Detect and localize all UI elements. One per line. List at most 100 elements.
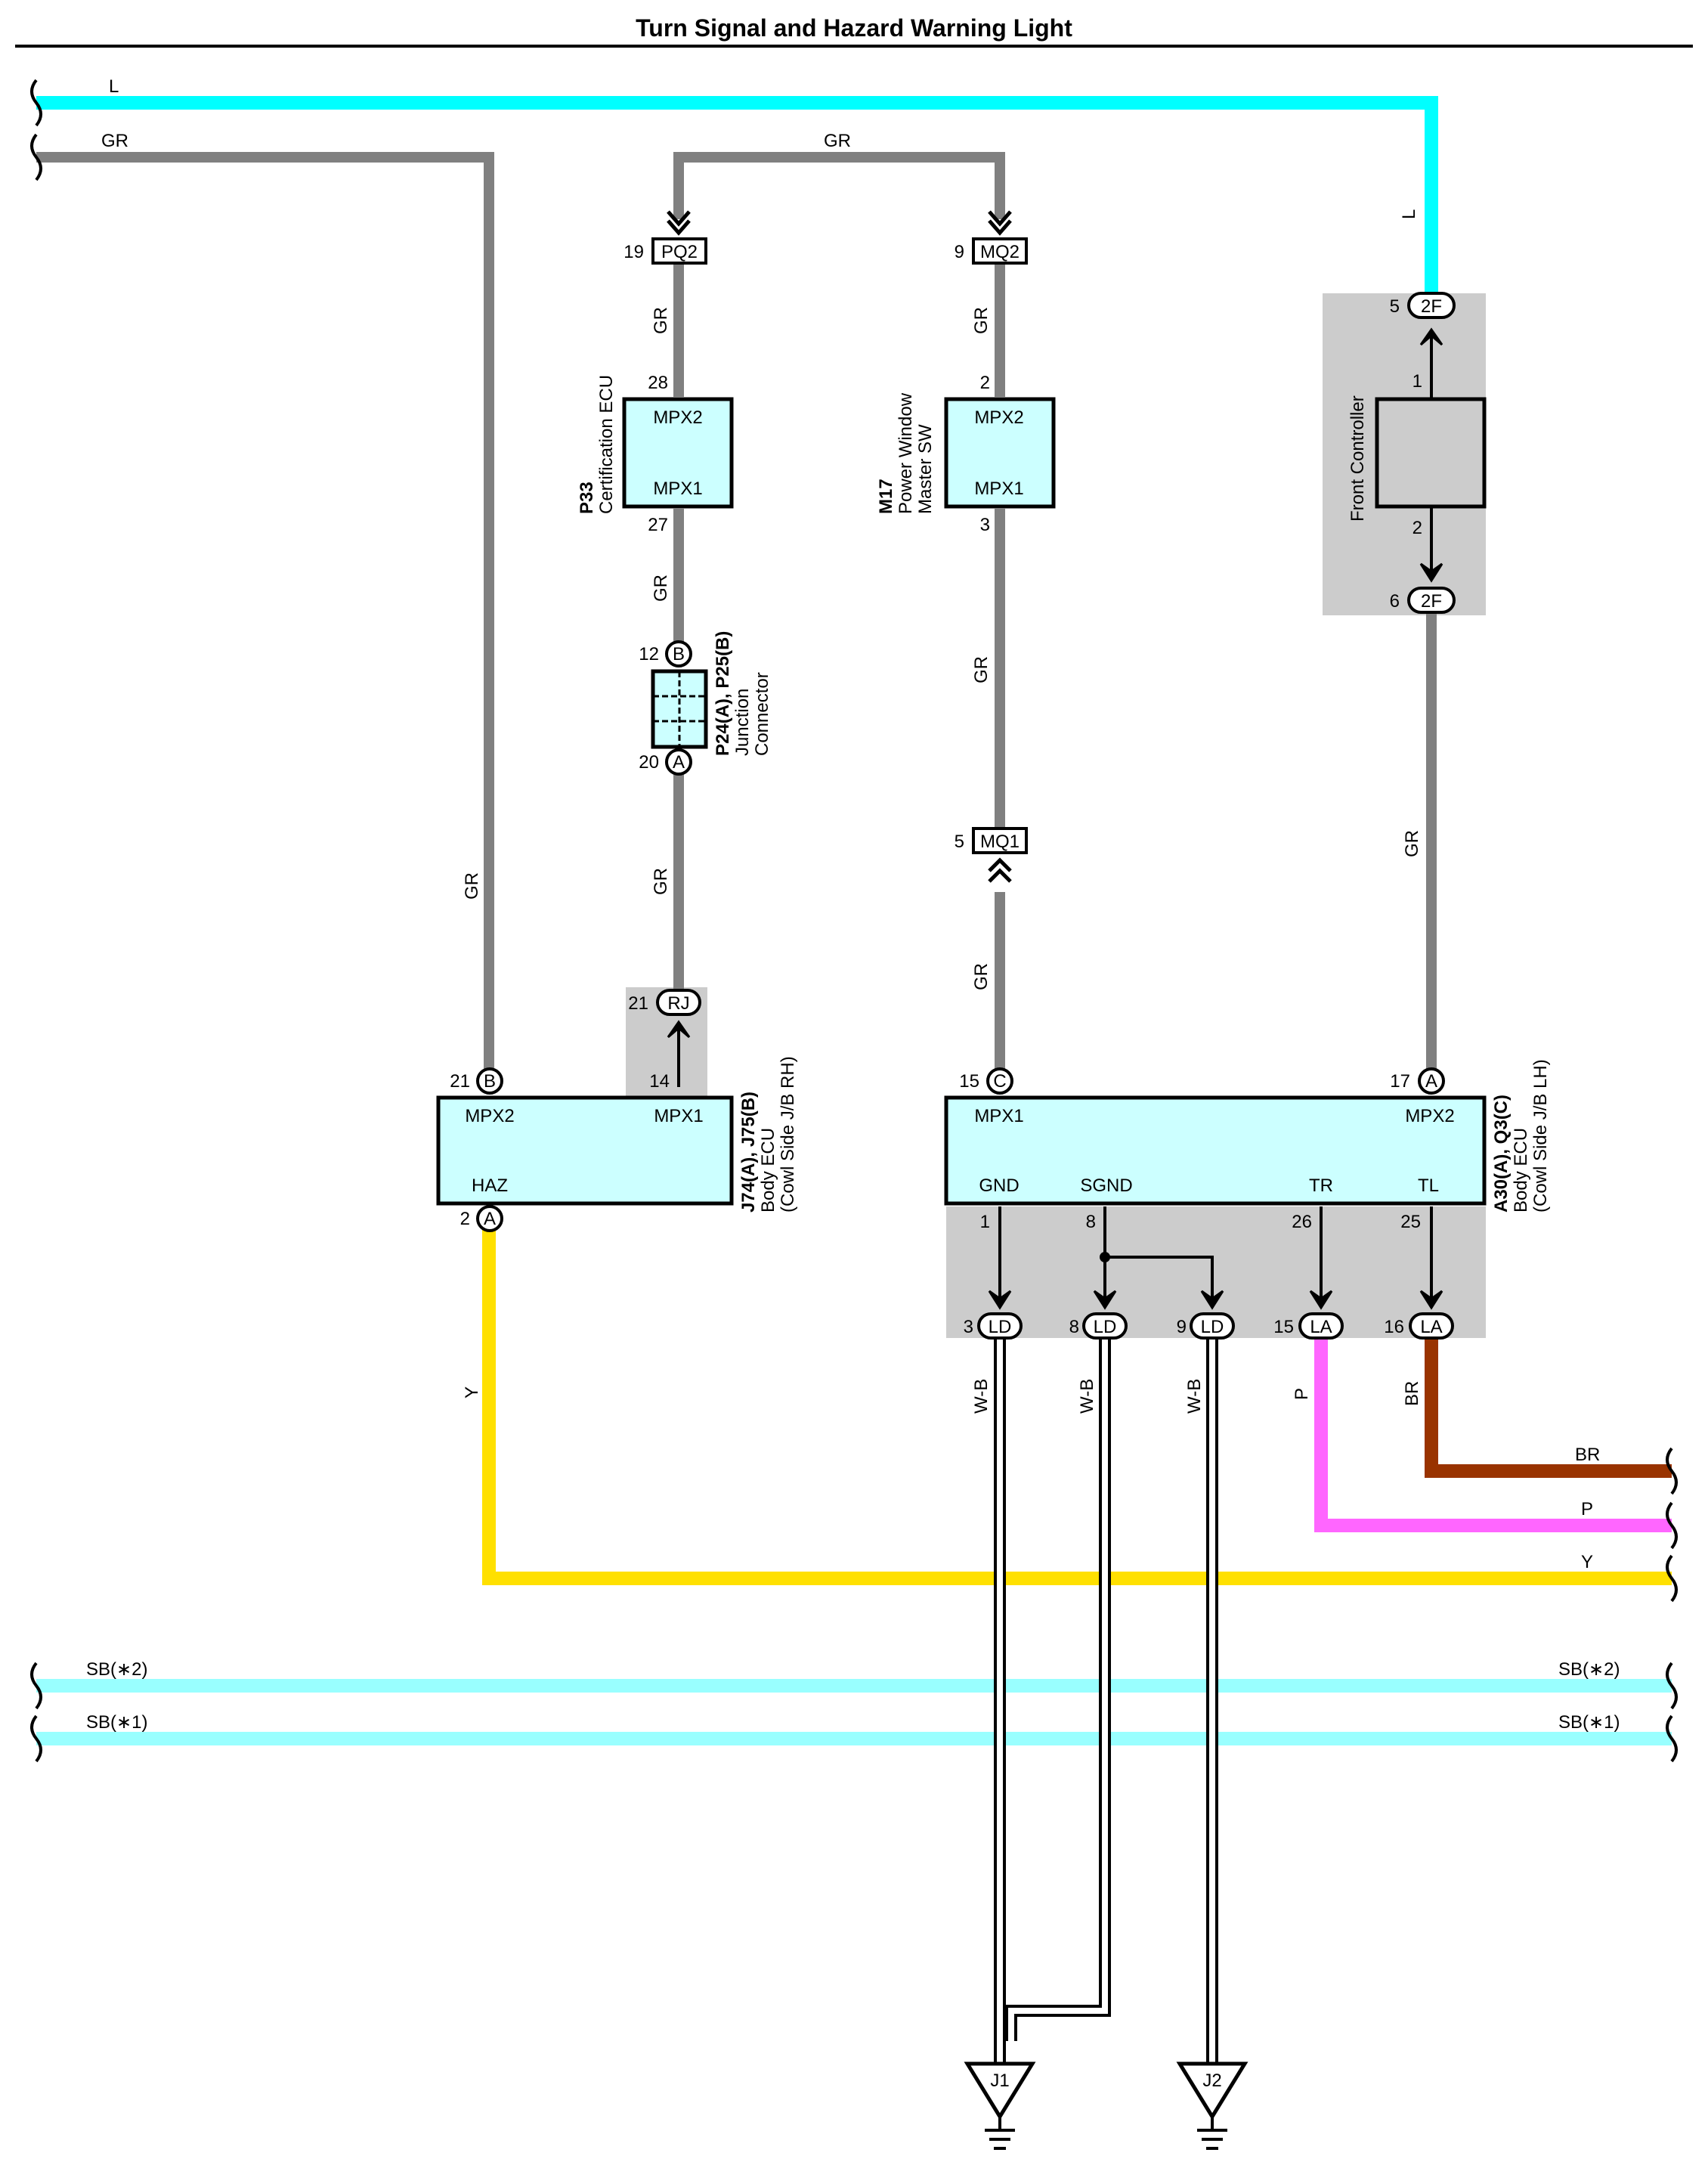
wire-wb-group bbox=[994, 1338, 1218, 2071]
wire-label-wb-2: W-B bbox=[1077, 1379, 1097, 1414]
ground-j2: J2 bbox=[1176, 2061, 1249, 2150]
wire-label-wb-1: W-B bbox=[971, 1379, 992, 1414]
connector-ld3-name: LD bbox=[989, 1317, 1012, 1337]
body-ecu-lh-pin-a-circle bbox=[1418, 1067, 1445, 1095]
body-ecu-rh-name-1: Body ECU bbox=[758, 1128, 778, 1213]
title-underline bbox=[15, 45, 1693, 48]
wire-label-l-vertical: L bbox=[1399, 209, 1419, 219]
cert-ecu-pin-bottom: 27 bbox=[648, 515, 668, 535]
ground-j2-label: J2 bbox=[1202, 2071, 1221, 2091]
body-ecu-lh-pin-gnd: 1 bbox=[980, 1212, 990, 1232]
connector-la16-pin: 16 bbox=[1384, 1317, 1404, 1337]
body-ecu-lh-name-2: (Cowl Side J/B LH) bbox=[1530, 1059, 1551, 1213]
body-ecu-rh-pin-b-circle bbox=[476, 1067, 503, 1095]
wire-label-gr-pw-top: GR bbox=[971, 307, 992, 334]
connector-ld9: LD 9 bbox=[1177, 1290, 1235, 1340]
pw-sw-code: M17 bbox=[876, 479, 896, 514]
jc-name-2: Connector bbox=[752, 672, 772, 756]
connector-la16: LA 16 bbox=[1384, 1290, 1454, 1340]
wire-p bbox=[1314, 1338, 1672, 1532]
jc-name-1: Junction bbox=[732, 689, 753, 756]
cert-ecu-code: P33 bbox=[577, 482, 597, 514]
body-ecu-rh-pin-mpx2: 21 bbox=[450, 1071, 470, 1092]
body-ecu-lh-name-1: Body ECU bbox=[1511, 1128, 1531, 1213]
connector-rj-pin: 21 bbox=[628, 993, 648, 1014]
front-controller-pin-top: 1 bbox=[1413, 371, 1422, 392]
cert-ecu-pin-top: 28 bbox=[648, 373, 668, 393]
connector-mq2: MQ2 9 bbox=[955, 210, 1028, 265]
wire-label-sb1-right: SB(∗1) bbox=[1558, 1712, 1620, 1733]
body-ecu-lh-pin-sgnd: 8 bbox=[1086, 1212, 1096, 1232]
wire-label-y-right: Y bbox=[1581, 1552, 1593, 1572]
connector-ld8: LD 8 bbox=[1069, 1290, 1128, 1340]
body-ecu-rh-pin-a-circle bbox=[476, 1205, 503, 1232]
connector-pq2: PQ2 19 bbox=[623, 210, 707, 265]
power-window-sw-box bbox=[944, 397, 1056, 509]
page-title: Turn Signal and Hazard Warning Light bbox=[636, 14, 1072, 42]
pw-sw-name-1: Power Window bbox=[896, 392, 916, 514]
body-ecu-rh-pin-b-letter: B bbox=[484, 1071, 496, 1092]
body-ecu-rh-mpx1-label: MPX1 bbox=[654, 1106, 703, 1126]
connector-pq2-pin: 19 bbox=[623, 242, 644, 262]
connector-la15: LA 15 bbox=[1273, 1290, 1344, 1340]
wire-label-br-vertical: BR bbox=[1402, 1381, 1422, 1406]
jc-pin-b-circle bbox=[665, 640, 692, 667]
wire-label-gr-jc-rj: GR bbox=[651, 868, 671, 895]
pw-sw-mpx2-label: MPX2 bbox=[974, 407, 1023, 428]
pw-sw-mpx1-label: MPX1 bbox=[974, 479, 1023, 499]
connector-la15-name: LA bbox=[1310, 1317, 1332, 1337]
splice-dot bbox=[1100, 1252, 1110, 1262]
wire-label-sb1-left: SB(∗1) bbox=[86, 1712, 147, 1733]
ground-j1: J1 bbox=[964, 2061, 1036, 2150]
body-ecu-lh-pin-a-letter: A bbox=[1425, 1071, 1437, 1092]
wire-label-wb-3: W-B bbox=[1184, 1379, 1205, 1414]
body-ecu-lh-pin-c-circle bbox=[986, 1067, 1013, 1095]
wire-label-gr-pw-bottom: GR bbox=[971, 656, 992, 683]
body-ecu-lh-pin-mpx1: 15 bbox=[959, 1071, 979, 1092]
connector-mq2-name: MQ2 bbox=[980, 242, 1020, 262]
wire-gr-left bbox=[36, 152, 494, 1073]
body-ecu-rh-haz-label: HAZ bbox=[472, 1175, 508, 1196]
body-ecu-lh-gnd-label: GND bbox=[979, 1175, 1019, 1196]
wire-break-left bbox=[30, 79, 1678, 1763]
wire-label-gr-mq1-ecu: GR bbox=[971, 963, 992, 990]
connector-ld9-name: LD bbox=[1201, 1317, 1224, 1337]
connector-rj-name: RJ bbox=[667, 993, 689, 1014]
pw-sw-pin-top: 2 bbox=[980, 373, 990, 393]
jc-pin-bottom: 20 bbox=[639, 752, 659, 773]
body-ecu-rh-pin-mpx1: 14 bbox=[649, 1071, 670, 1092]
wire-label-gr-cert-top: GR bbox=[651, 307, 671, 334]
wire-label-p-right: P bbox=[1581, 1499, 1593, 1519]
ground-j1-label: J1 bbox=[990, 2071, 1009, 2091]
body-ecu-lh-tr-label: TR bbox=[1309, 1175, 1333, 1196]
body-ecu-rh-name-2: (Cowl Side J/B RH) bbox=[778, 1056, 798, 1213]
connector-mq2-pin: 9 bbox=[955, 242, 964, 262]
body-ecu-rh-box bbox=[436, 1095, 734, 1206]
wire-label-gr-left-vertical: GR bbox=[462, 872, 482, 900]
connector-mq1-name: MQ1 bbox=[980, 832, 1020, 852]
wire-label-gr-top-left: GR bbox=[101, 131, 128, 151]
pw-sw-name-2: Master SW bbox=[915, 424, 936, 514]
connector-2f-top-name: 2F bbox=[1421, 296, 1442, 317]
body-ecu-lh-box bbox=[944, 1095, 1487, 1206]
front-controller-name: Front Controller bbox=[1348, 395, 1368, 522]
cert-ecu-mpx1-label: MPX1 bbox=[653, 479, 702, 499]
body-ecu-lh-pin-c-letter: C bbox=[993, 1071, 1006, 1092]
front-controller-lines bbox=[677, 333, 1433, 1087]
connector-2f-bottom-pin: 6 bbox=[1390, 591, 1400, 612]
jc-pin-b-letter: B bbox=[673, 644, 685, 664]
body-ecu-rh-pin-haz: 2 bbox=[460, 1209, 470, 1229]
connector-mq1-pin: 5 bbox=[955, 832, 964, 852]
wire-y bbox=[482, 1228, 1672, 1585]
body-ecu-lh-sgnd-label: SGND bbox=[1080, 1175, 1132, 1196]
junction-connector-grid bbox=[653, 671, 706, 747]
wire-label-sb2-left: SB(∗2) bbox=[86, 1659, 147, 1680]
cert-ecu-name: Certification ECU bbox=[596, 375, 617, 514]
body-ecu-lh-pin-tl: 25 bbox=[1400, 1212, 1421, 1232]
wire-label-gr-2f-ecu: GR bbox=[1402, 830, 1422, 857]
cert-ecu-mpx2-label: MPX2 bbox=[653, 407, 702, 428]
body-ecu-lh-mpx1-label: MPX1 bbox=[974, 1106, 1023, 1126]
wire-label-l-top: L bbox=[109, 76, 119, 97]
wire-l bbox=[36, 96, 1438, 293]
